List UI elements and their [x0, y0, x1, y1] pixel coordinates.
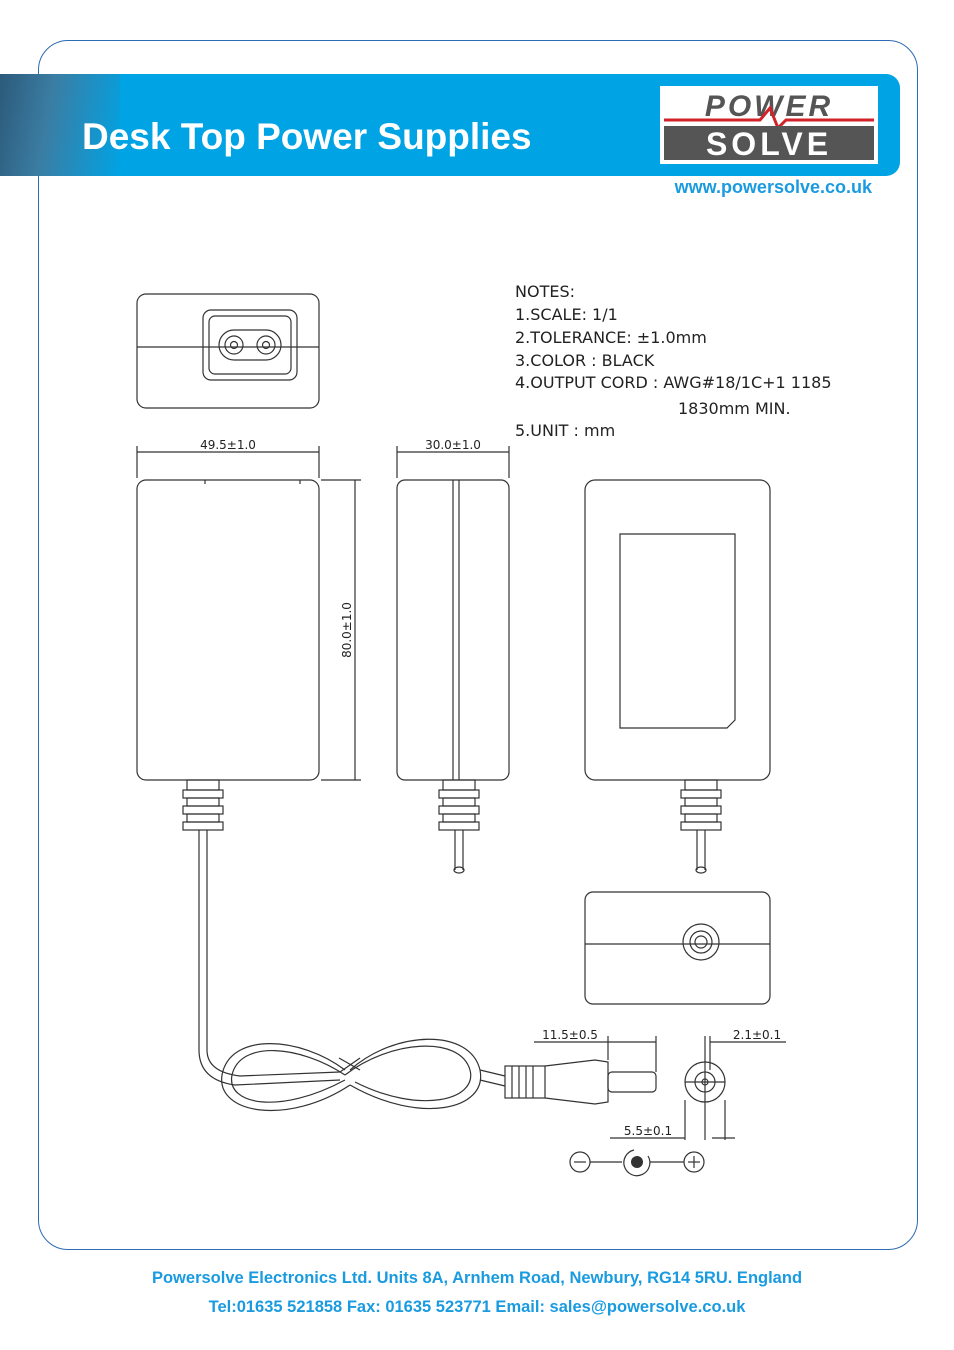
note-output-cord: 4.OUTPUT CORD : AWG#18/1C+1 1185 [515, 373, 832, 392]
top-view [136, 293, 320, 409]
dim-barrel-diameter: 5.5±0.1 [624, 1124, 672, 1138]
note-scale: 1.SCALE: 1/1 [515, 305, 618, 324]
dim-height: 80.0±1.0 [340, 602, 354, 658]
powersolve-logo: POWER SOLVE [660, 86, 878, 164]
bottom-view [584, 891, 771, 1005]
page-title: Desk Top Power Supplies [82, 116, 532, 157]
side-view [396, 446, 510, 874]
logo-power-text: POWER [705, 90, 833, 123]
back-view [584, 479, 771, 874]
page-frame [38, 40, 918, 1250]
logo-solve-text: SOLVE [706, 126, 832, 162]
polarity-symbol [569, 1149, 705, 1177]
note-cord-length: 1830mm MIN. [678, 399, 791, 418]
dim-plug-length: 11.5±0.5 [542, 1028, 598, 1042]
polarity-center-dot [631, 1156, 643, 1168]
dim-width: 49.5±1.0 [200, 438, 256, 452]
plug-end-view [610, 1036, 786, 1140]
circuit-board-image [0, 74, 120, 176]
dim-depth: 30.0±1.0 [425, 438, 481, 452]
website-link[interactable]: www.powersolve.co.uk [674, 177, 872, 197]
footer-address: Powersolve Electronics Ltd. Units 8A, Ar… [151, 1269, 803, 1287]
note-color: 3.COLOR : BLACK [515, 351, 655, 370]
note-unit: 5.UNIT : mm [515, 421, 615, 440]
dim-pin-diameter: 2.1±0.1 [733, 1028, 781, 1042]
note-tolerance: 2.TOLERANCE: ±1.0mm [515, 328, 707, 347]
notes-heading: NOTES: [515, 282, 575, 301]
front-view [136, 446, 657, 1112]
footer-contact: Tel:01635 521858 Fax: 01635 523771 Email… [208, 1298, 746, 1316]
